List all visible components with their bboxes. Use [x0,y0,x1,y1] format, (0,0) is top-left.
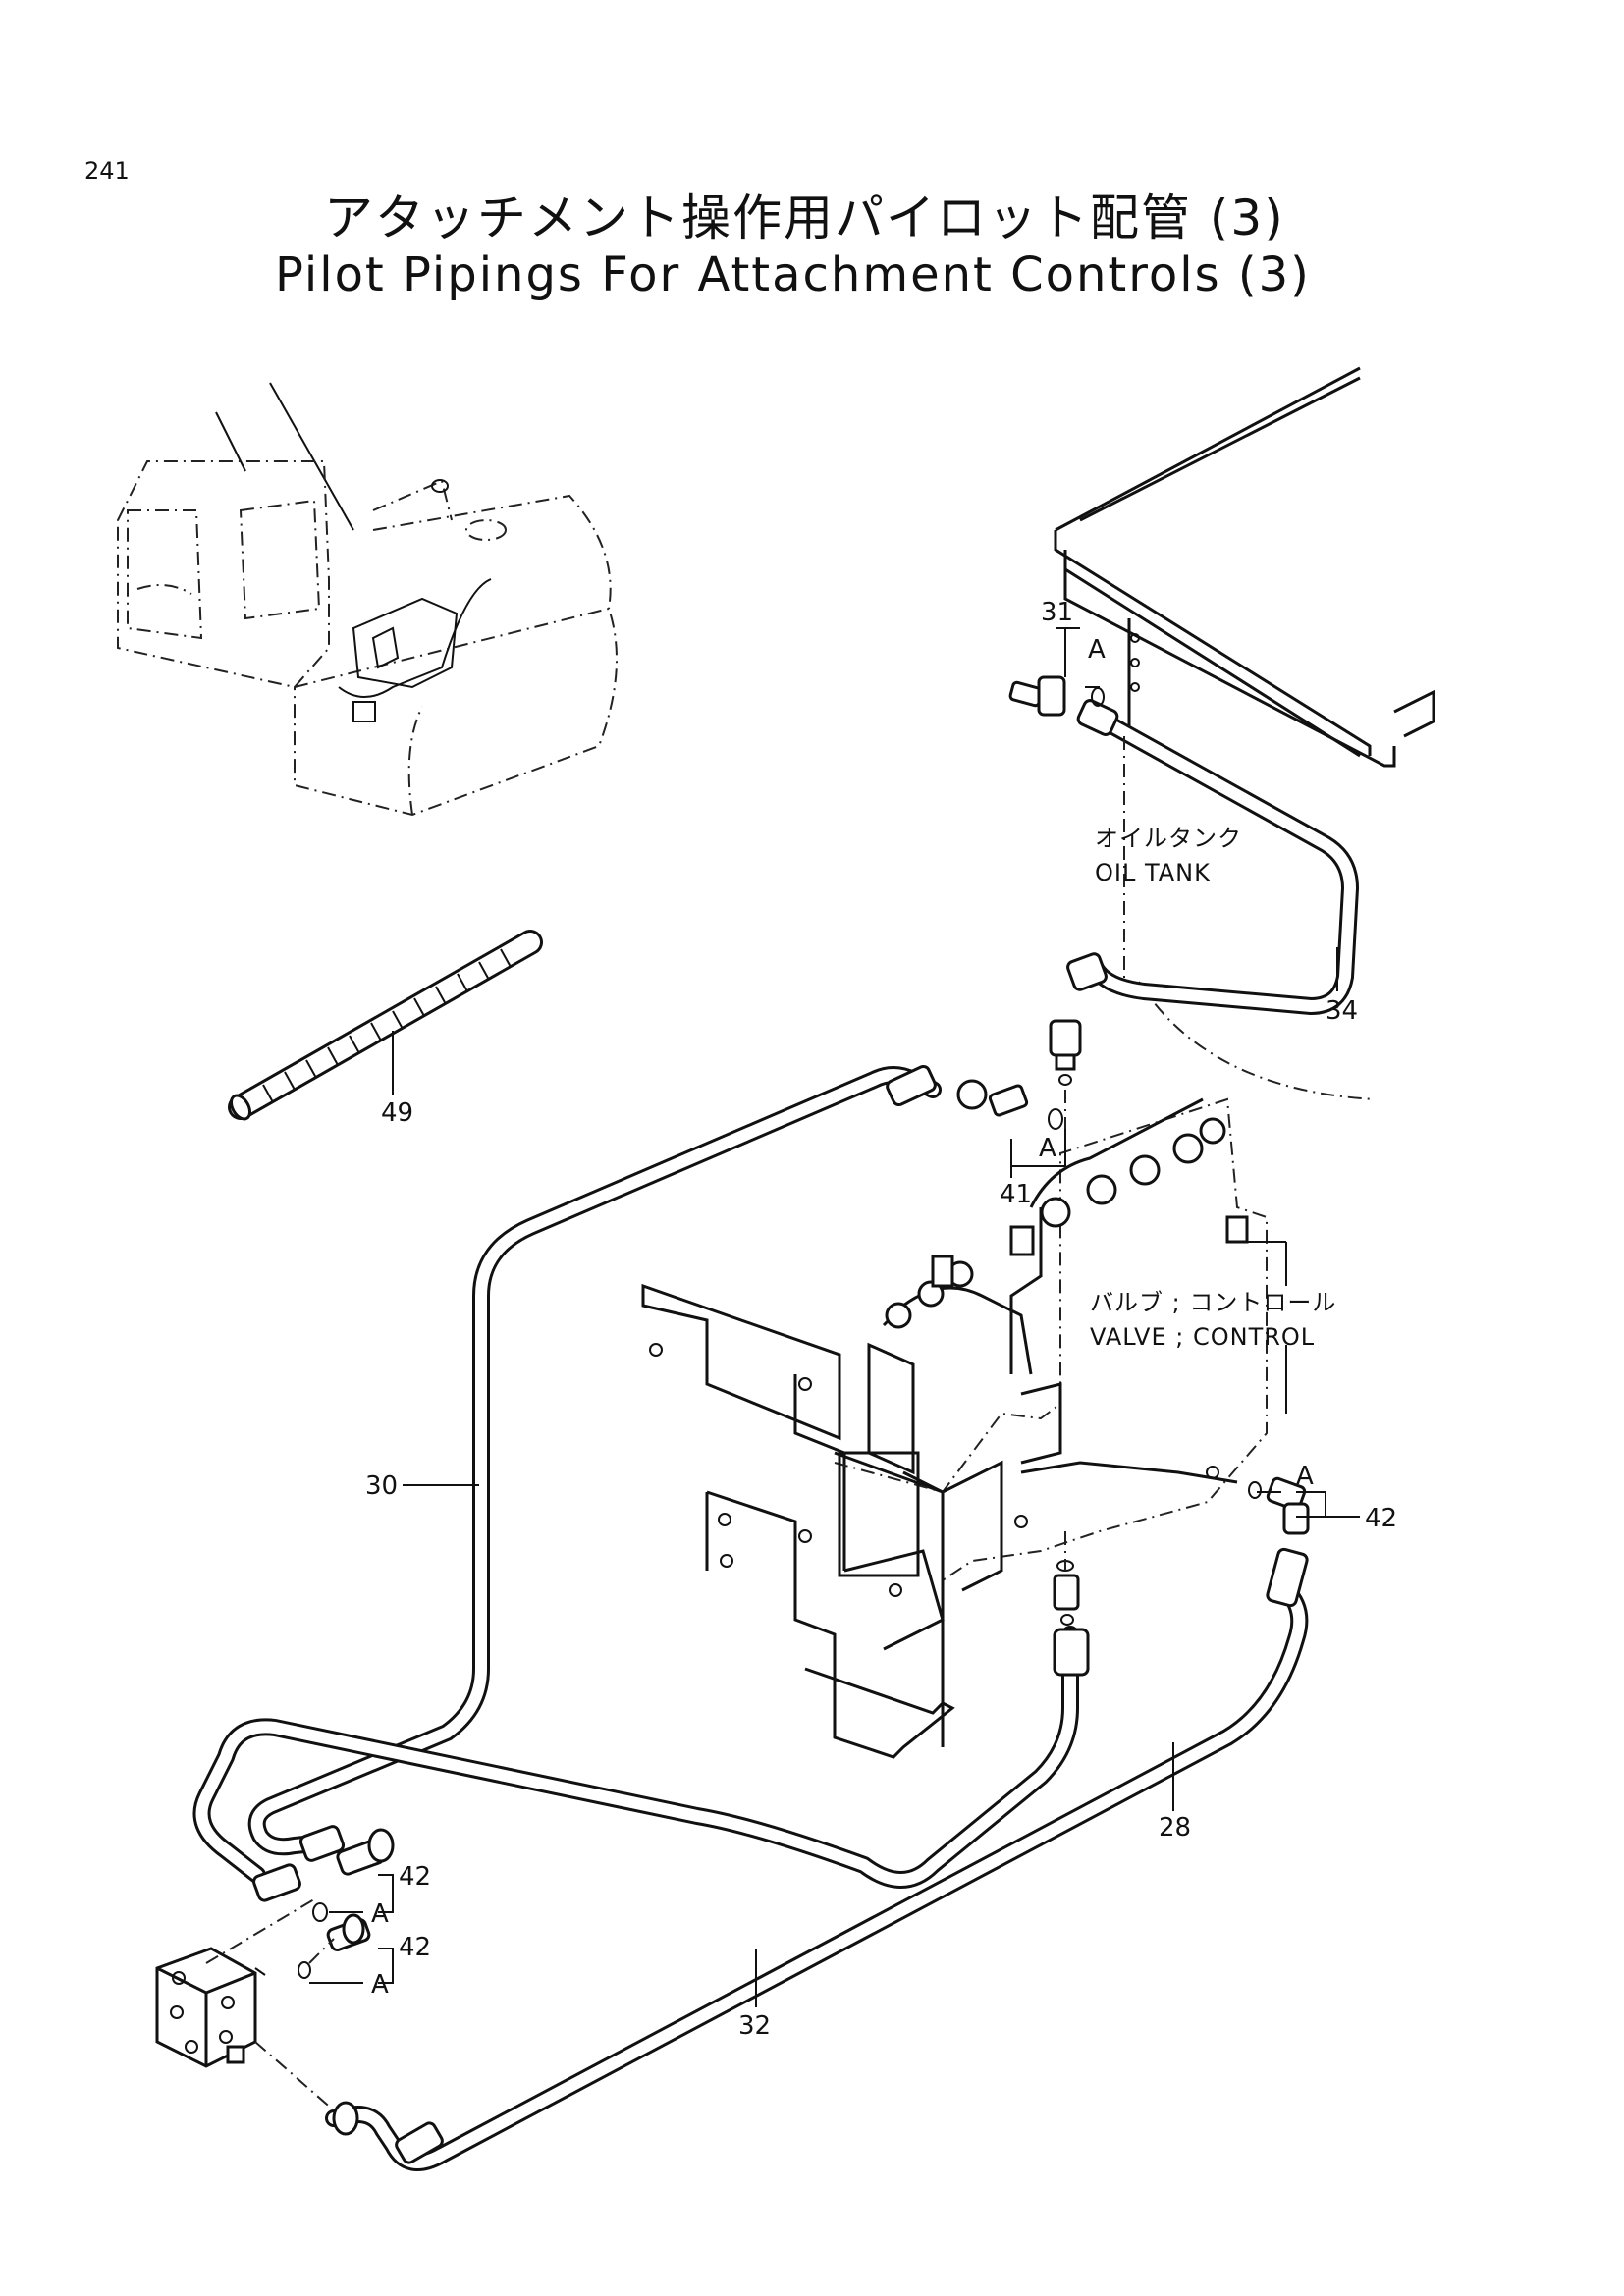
connector-stack [1049,1019,1082,1168]
detail-mark-a-42-upper: A [371,1899,389,1929]
callout-42-right: 42 [1365,1504,1397,1533]
detail-mark-a-31: A [1088,635,1106,665]
valve-label-japanese: バルブ ; コントロール [1090,1289,1336,1316]
callout-32: 32 [738,2011,771,2041]
callout-42-lower: 42 [399,1933,431,1962]
callout-41: 41 [1000,1180,1032,1209]
fitting-31 [1008,675,1125,982]
control-valve-assembly [641,1097,1287,1759]
oil-tank-label-english: OIL TANK [1095,859,1211,886]
callout-28: 28 [1159,1813,1191,1842]
excavator-overview [117,382,618,817]
valve-label-english: VALVE ; CONTROL [1090,1323,1315,1351]
callout-30: 30 [365,1471,398,1501]
page-number: 241 [84,157,130,185]
oil-tank-frame [1054,366,1435,1100]
leader-lines [254,627,1360,2007]
hose-protector-49 [228,930,543,1121]
hose-28 [192,1626,1090,1889]
pilot-block [155,1898,335,2111]
fitting-42-right [1248,1476,1310,1535]
detail-mark-a-42-right: A [1296,1462,1314,1491]
page-title-japanese: アタッチメント操作用パイロット配管 (3) [324,189,1285,246]
callout-34: 34 [1326,996,1358,1026]
callout-31: 31 [1041,598,1073,627]
page-title-english: Pilot Pipings For Attachment Controls (3… [275,247,1311,302]
oil-tank-label-japanese: オイルタンク [1095,825,1242,852]
callout-49: 49 [381,1098,413,1128]
fittings-42-left [252,1825,395,1979]
detail-mark-a-42-lower: A [371,1970,389,2000]
detail-mark-a-41: A [1039,1134,1056,1163]
hose-32 [325,1547,1309,2171]
callout-42-upper: 42 [399,1862,431,1892]
hose-34 [1066,699,1359,1015]
